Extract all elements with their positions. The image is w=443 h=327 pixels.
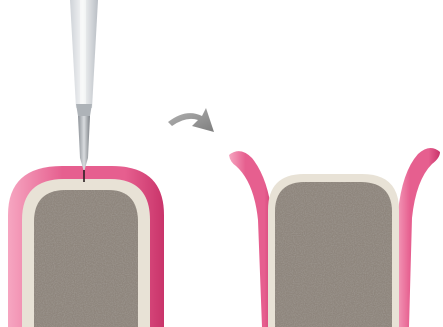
scalpel-icon xyxy=(70,0,98,182)
right-flap xyxy=(394,148,440,327)
bone-left xyxy=(30,185,145,327)
bone-right xyxy=(270,178,396,327)
before-panel xyxy=(8,0,164,327)
after-panel xyxy=(229,148,440,327)
curved-arrow-icon xyxy=(168,108,214,132)
